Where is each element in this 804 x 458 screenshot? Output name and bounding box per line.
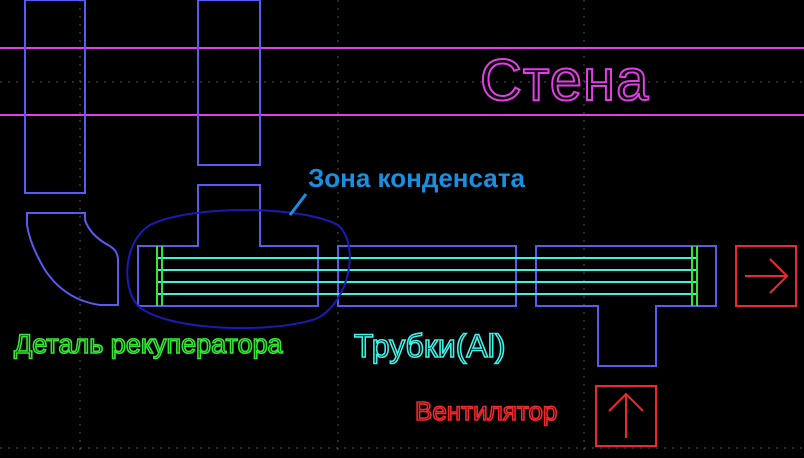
elbow-duct xyxy=(26,212,119,306)
arrow-head xyxy=(608,392,644,412)
tubes-label: Трубки(Al) xyxy=(353,328,506,364)
condensate-zone-outline xyxy=(126,209,351,330)
recuperator-detail-label: Деталь рекуператора xyxy=(13,329,283,359)
recuperator-section-1 xyxy=(137,184,319,307)
vertical-duct-left xyxy=(24,0,86,194)
condensate-pointer xyxy=(288,193,308,216)
condensate-zone-label: Зона конденсата xyxy=(308,163,525,193)
fan-label: Вентилятор xyxy=(414,396,558,426)
wall-lines xyxy=(0,47,804,116)
fan-box xyxy=(595,385,657,447)
outlet-box xyxy=(735,245,797,307)
arrow-right-icon xyxy=(735,245,797,307)
recuperator-section-2 xyxy=(337,245,517,307)
tubes xyxy=(158,257,696,295)
arrow-head xyxy=(769,258,789,294)
recuperator-section-3 xyxy=(535,245,717,367)
wall-label: Стена xyxy=(479,48,650,113)
vertical-duct-middle xyxy=(197,0,261,166)
ducts xyxy=(24,0,717,367)
arrow-up-icon xyxy=(595,385,657,447)
tube-sheets xyxy=(156,246,698,306)
